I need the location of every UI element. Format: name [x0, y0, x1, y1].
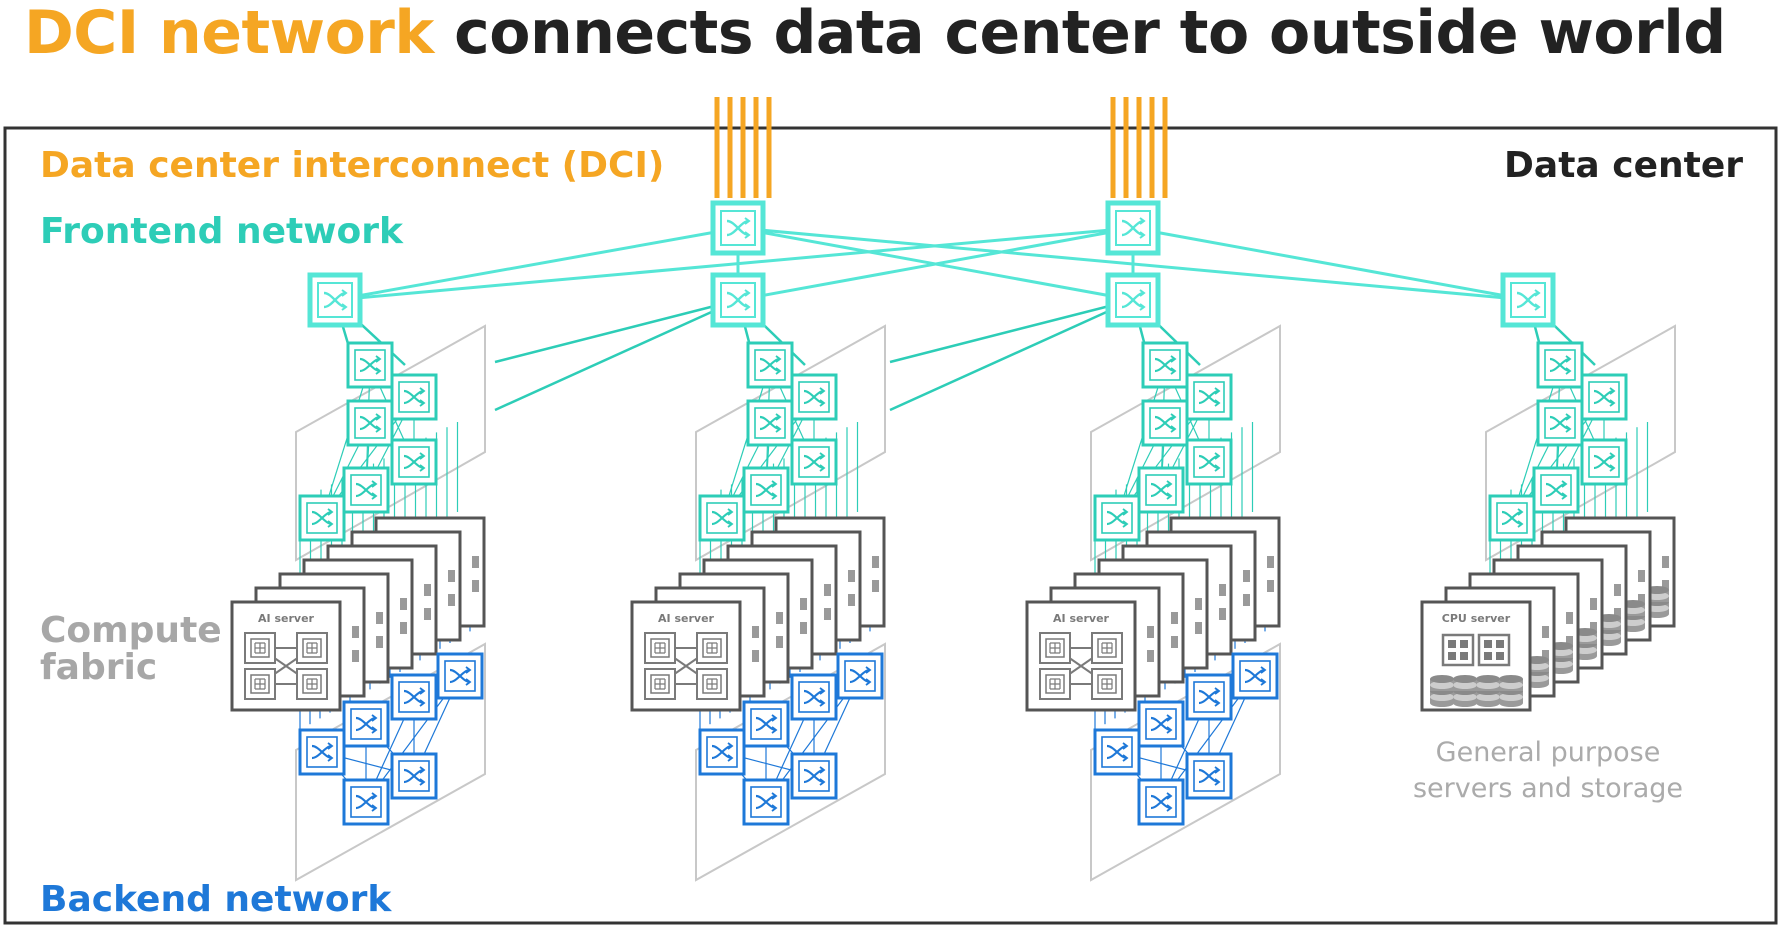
gpu-chip-icon [696, 632, 728, 664]
frontend-leaf-switch-icon [298, 494, 346, 542]
gpu-chip-icon [644, 668, 676, 700]
backend-switch-icon [342, 778, 390, 826]
frontend-leaf-switch-icon [742, 466, 790, 514]
compute-fabric-line1: Compute [40, 610, 222, 651]
cluster-4: CPU server [1420, 324, 1676, 712]
data-center-frame [3, 126, 1778, 925]
cluster-1: AI server [230, 324, 486, 882]
dci-switch-icon [713, 203, 763, 253]
frontend-switch-icon [1503, 275, 1553, 325]
server-label: CPU server [1442, 612, 1511, 625]
backend-switch-icon [836, 652, 884, 700]
backend-switch-icon [1137, 778, 1185, 826]
backend-switch-icon [436, 652, 484, 700]
frontend-leaf-switch-icon [1580, 438, 1628, 486]
frontend-switch-icon [310, 275, 360, 325]
gpu-chip-icon [644, 632, 676, 664]
backend-switch-icon [1185, 673, 1233, 721]
front-server-card: AI server [630, 600, 742, 712]
frontend-switch-icon [713, 275, 763, 325]
frontend-leaf-switch-icon [390, 438, 438, 486]
backend-switch-icon [742, 700, 790, 748]
gpu-chip-icon [296, 632, 328, 664]
disk-stack-icon [1476, 675, 1500, 707]
frontend-leaf-switch-icon [1093, 494, 1141, 542]
frontend-leaf-switch-icon [1532, 466, 1580, 514]
backend-switch-icon [790, 673, 838, 721]
frontend-leaf-switch-icon [390, 373, 438, 421]
frontend-leaf-switch-icon [1137, 466, 1185, 514]
frontend-leaf-switch-icon [1185, 438, 1233, 486]
data-center-label: Data center [1504, 145, 1743, 186]
compute-fabric-line2: fabric [40, 647, 158, 688]
general-purpose-line2: servers and storage [1412, 773, 1684, 804]
frontend-leaf-switch-icon [698, 494, 746, 542]
backend-switch-icon [1093, 728, 1141, 776]
title-highlight: DCI network [24, 0, 434, 68]
frontend-leaf-switch-icon [746, 399, 794, 447]
backend-switch-icon [1137, 700, 1185, 748]
backend-switch-icon [1231, 652, 1279, 700]
compute-clusters: AI server AI server AI server CPU server [230, 324, 1676, 882]
gpu-chip-icon [696, 668, 728, 700]
frontend-leaf-switch-icon [746, 341, 794, 389]
backend-network-label: Backend network [40, 879, 392, 920]
gpu-chip-icon [1091, 668, 1123, 700]
frontend-network-label: Frontend network [40, 211, 403, 252]
dci-label: Data center interconnect (DCI) [40, 145, 665, 186]
gpu-chip-icon [244, 632, 276, 664]
frontend-leaf-switch-icon [1141, 399, 1189, 447]
cpu-chip-icon [1441, 633, 1475, 667]
cluster-2: AI server [630, 324, 886, 882]
server-label: AI server [258, 612, 314, 625]
frontend-leaf-switch-icon [1580, 373, 1628, 421]
gpu-chip-icon [296, 668, 328, 700]
disk-stack-icon [1453, 675, 1477, 707]
title-rest: connects data center to outside world [433, 0, 1726, 68]
compute-fabric-label: Compute fabric [40, 612, 222, 686]
server-label: AI server [1053, 612, 1109, 625]
general-purpose-line1: General purpose [1435, 737, 1661, 768]
frontend-leaf-switch-icon [1488, 494, 1536, 542]
frontend-leaf-switch-icon [790, 438, 838, 486]
frontend-leaf-switch-icon [346, 399, 394, 447]
cpu-chip-icon [1477, 633, 1511, 667]
gpu-chip-icon [244, 668, 276, 700]
backend-switch-icon [390, 673, 438, 721]
frontend-leaf-switch-icon [1536, 399, 1584, 447]
backend-switch-icon [742, 778, 790, 826]
frontend-leaf-switch-icon [1536, 341, 1584, 389]
spine-to-cluster-links [333, 298, 1596, 412]
server-label: AI server [658, 612, 714, 625]
backend-switch-icon [390, 752, 438, 800]
general-purpose-label: General purpose servers and storage [1398, 735, 1698, 807]
frontend-spine-switches [310, 275, 1553, 325]
frontend-links [334, 226, 1529, 302]
dci-switch-icon [1108, 203, 1158, 253]
cluster-3: AI server [1025, 324, 1281, 882]
frontend-switch-icon [1108, 275, 1158, 325]
gpu-chip-icon [1039, 632, 1071, 664]
backend-switch-icon [698, 728, 746, 776]
frontend-leaf-switch-icon [346, 341, 394, 389]
gpu-chip-icon [1039, 668, 1071, 700]
dci-uplinks [714, 97, 1168, 198]
backend-switch-icon [1185, 752, 1233, 800]
disk-stack-icon [1430, 675, 1454, 707]
backend-switch-icon [790, 752, 838, 800]
front-server-card: AI server [230, 600, 342, 712]
disk-stack-icon [1499, 675, 1523, 707]
frontend-leaf-switch-icon [790, 373, 838, 421]
page-title: DCI network connects data center to outs… [24, 0, 1726, 66]
front-server-card: AI server [1025, 600, 1137, 712]
backend-switch-icon [342, 700, 390, 748]
frontend-leaf-switch-icon [342, 466, 390, 514]
backend-switch-icon [298, 728, 346, 776]
front-server-card: CPU server [1420, 600, 1532, 712]
frontend-leaf-switch-icon [1141, 341, 1189, 389]
gpu-chip-icon [1091, 632, 1123, 664]
frontend-leaf-switch-icon [1185, 373, 1233, 421]
